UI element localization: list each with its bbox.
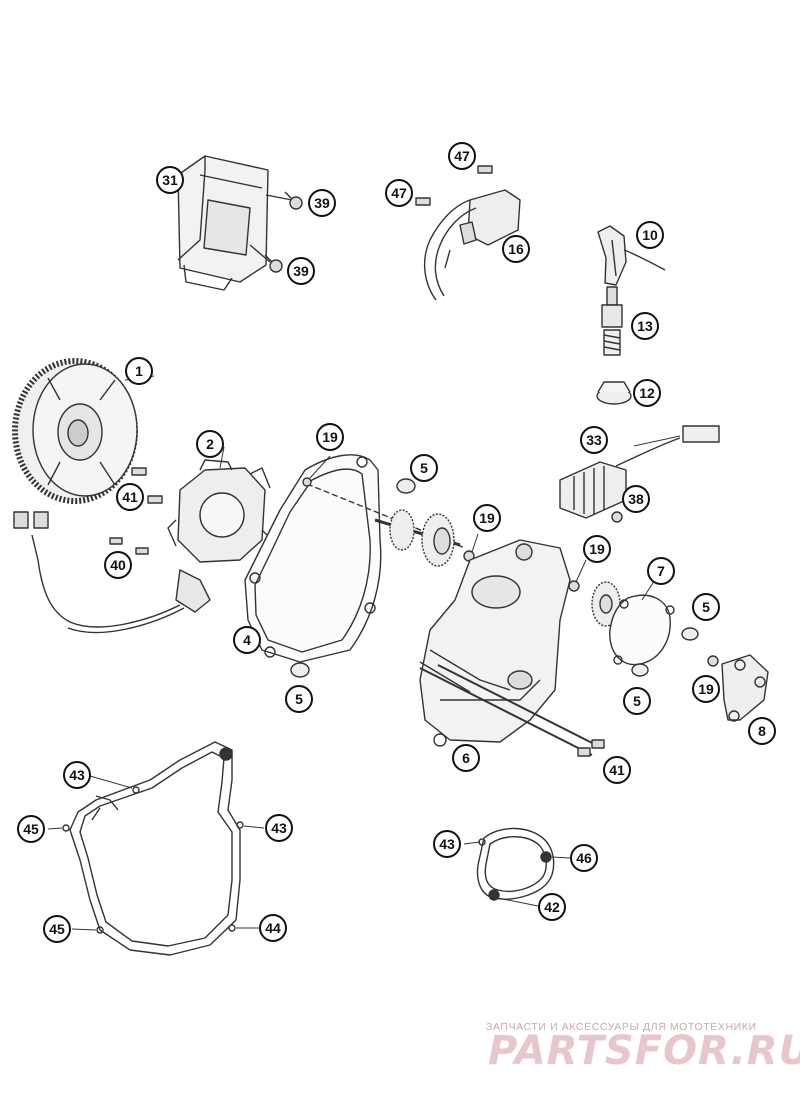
callout-39: 39 xyxy=(308,189,336,217)
callout-5: 5 xyxy=(410,454,438,482)
cover-8-part xyxy=(721,654,769,722)
callout-47: 47 xyxy=(448,142,476,170)
callout-31: 31 xyxy=(156,166,184,194)
bolt-39-a xyxy=(284,191,303,210)
dowel-5-a xyxy=(396,478,416,494)
bolt-39-b xyxy=(264,254,283,273)
callout-5: 5 xyxy=(692,593,720,621)
stator-part xyxy=(13,459,273,634)
callout-6: 6 xyxy=(452,744,480,772)
callout-41: 41 xyxy=(116,483,144,511)
callout-46: 46 xyxy=(570,844,598,872)
callout-4: 4 xyxy=(233,626,261,654)
callout-8: 8 xyxy=(748,717,776,745)
callout-33: 33 xyxy=(580,426,608,454)
callout-2: 2 xyxy=(196,430,224,458)
callout-45: 45 xyxy=(17,815,45,843)
callout-12: 12 xyxy=(633,379,661,407)
callout-16: 16 xyxy=(502,235,530,263)
callout-13: 13 xyxy=(631,312,659,340)
callout-47: 47 xyxy=(385,179,413,207)
callout-43: 43 xyxy=(433,830,461,858)
callout-43: 43 xyxy=(265,814,293,842)
spark-plug-cap-part xyxy=(597,225,666,286)
callout-1: 1 xyxy=(125,357,153,385)
callout-42: 42 xyxy=(538,893,566,921)
gasket-4-part xyxy=(244,454,466,663)
callout-38: 38 xyxy=(622,485,650,513)
callout-19: 19 xyxy=(583,535,611,563)
callout-10: 10 xyxy=(636,221,664,249)
gasket-7-part xyxy=(609,594,675,666)
spark-plug-part xyxy=(601,286,623,356)
callout-7: 7 xyxy=(647,557,675,585)
dowel-5-c xyxy=(290,662,310,678)
washer-19 xyxy=(302,477,719,667)
ignition-coil-part xyxy=(415,165,521,301)
control-unit-part xyxy=(177,155,293,291)
ignition-cover-part xyxy=(419,539,603,756)
bolt-38 xyxy=(611,511,623,523)
callout-43: 43 xyxy=(63,761,91,789)
callout-40: 40 xyxy=(104,551,132,579)
callout-5: 5 xyxy=(623,687,651,715)
callout-45: 45 xyxy=(43,915,71,943)
callout-5: 5 xyxy=(285,685,313,713)
bolt-41-a xyxy=(131,467,163,504)
large-gasket-part xyxy=(62,741,244,956)
gear-shaft-part xyxy=(374,509,461,567)
small-gasket-part xyxy=(476,827,555,901)
callout-44: 44 xyxy=(259,914,287,942)
watermark-tagline: ЗАПЧАСТИ И АКСЕССУАРЫ ДЛЯ МОТОТЕХНИКИ xyxy=(486,1021,757,1033)
bolt-40 xyxy=(109,537,149,555)
voltage-regulator-part xyxy=(559,425,720,519)
watermark-logo: PARTSFOR.RU xyxy=(488,1028,800,1074)
callout-19: 19 xyxy=(316,423,344,451)
callout-19: 19 xyxy=(692,675,720,703)
flywheel-part xyxy=(12,358,138,504)
callout-39: 39 xyxy=(287,257,315,285)
plug-seal-part xyxy=(596,381,632,405)
dowel-5-b xyxy=(681,627,699,641)
callout-41: 41 xyxy=(603,756,631,784)
callout-19: 19 xyxy=(473,504,501,532)
bolt-41-b xyxy=(577,739,605,757)
dowel-5-d xyxy=(631,663,649,677)
